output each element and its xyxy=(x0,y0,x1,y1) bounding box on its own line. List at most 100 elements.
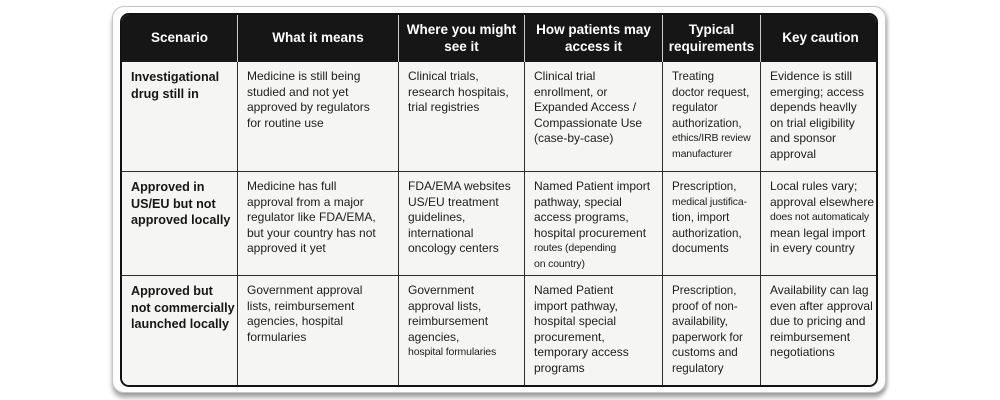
cell-line: manufacturer xyxy=(672,147,733,160)
column-header-label: Scenario xyxy=(150,30,209,46)
cell-line: Investigational xyxy=(131,70,220,84)
cell-line: on country) xyxy=(534,257,585,270)
column-header-caution: Key caution xyxy=(760,15,876,62)
cell-line: approved locally xyxy=(131,213,231,227)
cell-line: Named Patient xyxy=(534,283,614,297)
cell-line: authorization, xyxy=(672,226,742,240)
cell-line: access programs, xyxy=(534,210,629,224)
column-header-scenario: Scenario xyxy=(122,15,237,62)
cell-line: pathway, special xyxy=(534,194,622,209)
cell-line: medical justifica- xyxy=(672,195,747,208)
cell-line: approval from a major xyxy=(247,194,364,209)
cell-line: reimbursement xyxy=(408,314,489,328)
cell-line: Government approval xyxy=(247,283,363,297)
cell-line: Clinical trial xyxy=(534,69,596,83)
cell-line: in every country xyxy=(770,241,855,255)
cell-line: mean legal import xyxy=(770,225,866,240)
cell-line: proof of non- xyxy=(672,299,738,313)
cell-line: formularies xyxy=(247,329,307,344)
cell-line: oncology centers xyxy=(408,241,499,255)
cell-line: paperwork for xyxy=(672,330,743,344)
column-header-label: How patients may access it xyxy=(536,22,651,54)
cell-line: guidelines, xyxy=(408,210,466,224)
cell-line: enrollment, or xyxy=(534,84,608,99)
cell-requirements-row-2: Prescription, medical justifica-tion, imp… xyxy=(662,171,760,275)
cell-line: Government xyxy=(408,283,475,297)
column-header-label: Key caution xyxy=(782,30,859,46)
cell-line: temporary access xyxy=(534,345,629,359)
cell-line: research hospitais, xyxy=(408,84,509,99)
cell-line: Named Patient import xyxy=(534,179,651,193)
cell-line: Prescription, xyxy=(672,180,737,193)
cell-line: trial registries xyxy=(408,100,480,114)
column-header-label: What it means xyxy=(272,30,364,46)
cell-line: doctor request, xyxy=(672,85,750,99)
cell-line: customs and xyxy=(672,346,738,359)
cell-line: emerging; access xyxy=(770,84,865,99)
cell-line: but your country has not xyxy=(247,225,376,240)
cell-caution-row-2: Local rules vary;approval elsewhere does … xyxy=(760,171,876,275)
cell-line: ethics/IRB review xyxy=(672,132,751,144)
cell-line: Prescription, xyxy=(672,284,737,297)
cell-line: authorization, xyxy=(672,116,742,130)
column-header-label: Typical requirements xyxy=(668,22,755,54)
cell-line: Availability can lag xyxy=(770,283,869,297)
cell-line: programs xyxy=(534,360,585,375)
cell-line: approved it yet xyxy=(247,241,326,255)
cell-line: (case-by-case) xyxy=(534,131,614,145)
cell-line: approval lists, xyxy=(408,298,482,313)
cell-line: does not automaticaly xyxy=(770,211,869,223)
cell-line: hospital formularies xyxy=(408,346,497,358)
cell-requirements-row-1: Treating doctor request, regulator authoriz… xyxy=(662,62,760,171)
cell-line: lists, reimbursement xyxy=(247,298,355,313)
table-card: Scenario What it means Where you might see… xyxy=(112,6,886,393)
cell-line: Approved but xyxy=(131,284,213,298)
cell-line: agencies, xyxy=(408,329,460,344)
cell-line: regulator like FDA/EMA, xyxy=(247,210,376,224)
cell-line: Treating xyxy=(672,70,715,83)
cell-line: procurement, xyxy=(534,329,605,344)
cell-line: Medicine has full xyxy=(247,179,337,193)
cell-line: availability, xyxy=(672,315,728,328)
cell-requirements-row-3: Prescription, proof of non-availability, p… xyxy=(662,275,760,385)
cell-line: Clinical trials, xyxy=(408,69,479,83)
cell-line: US/EU treatment xyxy=(408,194,499,209)
cell-line: and sponsor xyxy=(770,131,837,145)
cell-line: due to pricing and xyxy=(770,314,866,328)
cell-line: international xyxy=(408,225,474,240)
cell-line: Compassionate Use xyxy=(534,115,643,130)
column-header-label: Where you might see it xyxy=(406,22,517,54)
cell-line: FDA/EMA websites xyxy=(408,179,511,193)
cell-line: regulator xyxy=(672,101,718,114)
cell-line: even after approval xyxy=(770,298,873,313)
cell-line: agencies, hospital xyxy=(247,314,344,328)
column-header-access: How patients may access it xyxy=(524,15,662,62)
cell-line: not commercially xyxy=(131,300,235,315)
cell-line: Medicine is still being xyxy=(247,69,361,83)
cell-line: approval elsewhere xyxy=(770,194,875,209)
cell-line: import pathway, xyxy=(534,298,618,313)
cell-line: reimbursement xyxy=(770,329,851,344)
cell-line: on trial eligibility xyxy=(770,115,855,130)
cell-line: Approved in xyxy=(131,180,205,194)
cell-line: approval xyxy=(770,146,817,161)
cell-line: hospital special xyxy=(534,314,617,328)
cell-line: launched locally xyxy=(131,317,229,331)
cell-line: routes (depending xyxy=(534,242,617,254)
column-header-where: Where you might see it xyxy=(398,15,524,62)
cell-where-row-1: Clinical trials,research hospitais,trial… xyxy=(398,62,524,171)
cell-line: Expanded Access / xyxy=(534,100,637,114)
cell-line: Local rules vary; xyxy=(770,179,858,193)
cell-line: for routine use xyxy=(247,115,324,130)
cell-line: tion, import xyxy=(672,211,730,224)
drug-access-scenarios-table: Scenario What it means Where you might see… xyxy=(120,13,878,387)
